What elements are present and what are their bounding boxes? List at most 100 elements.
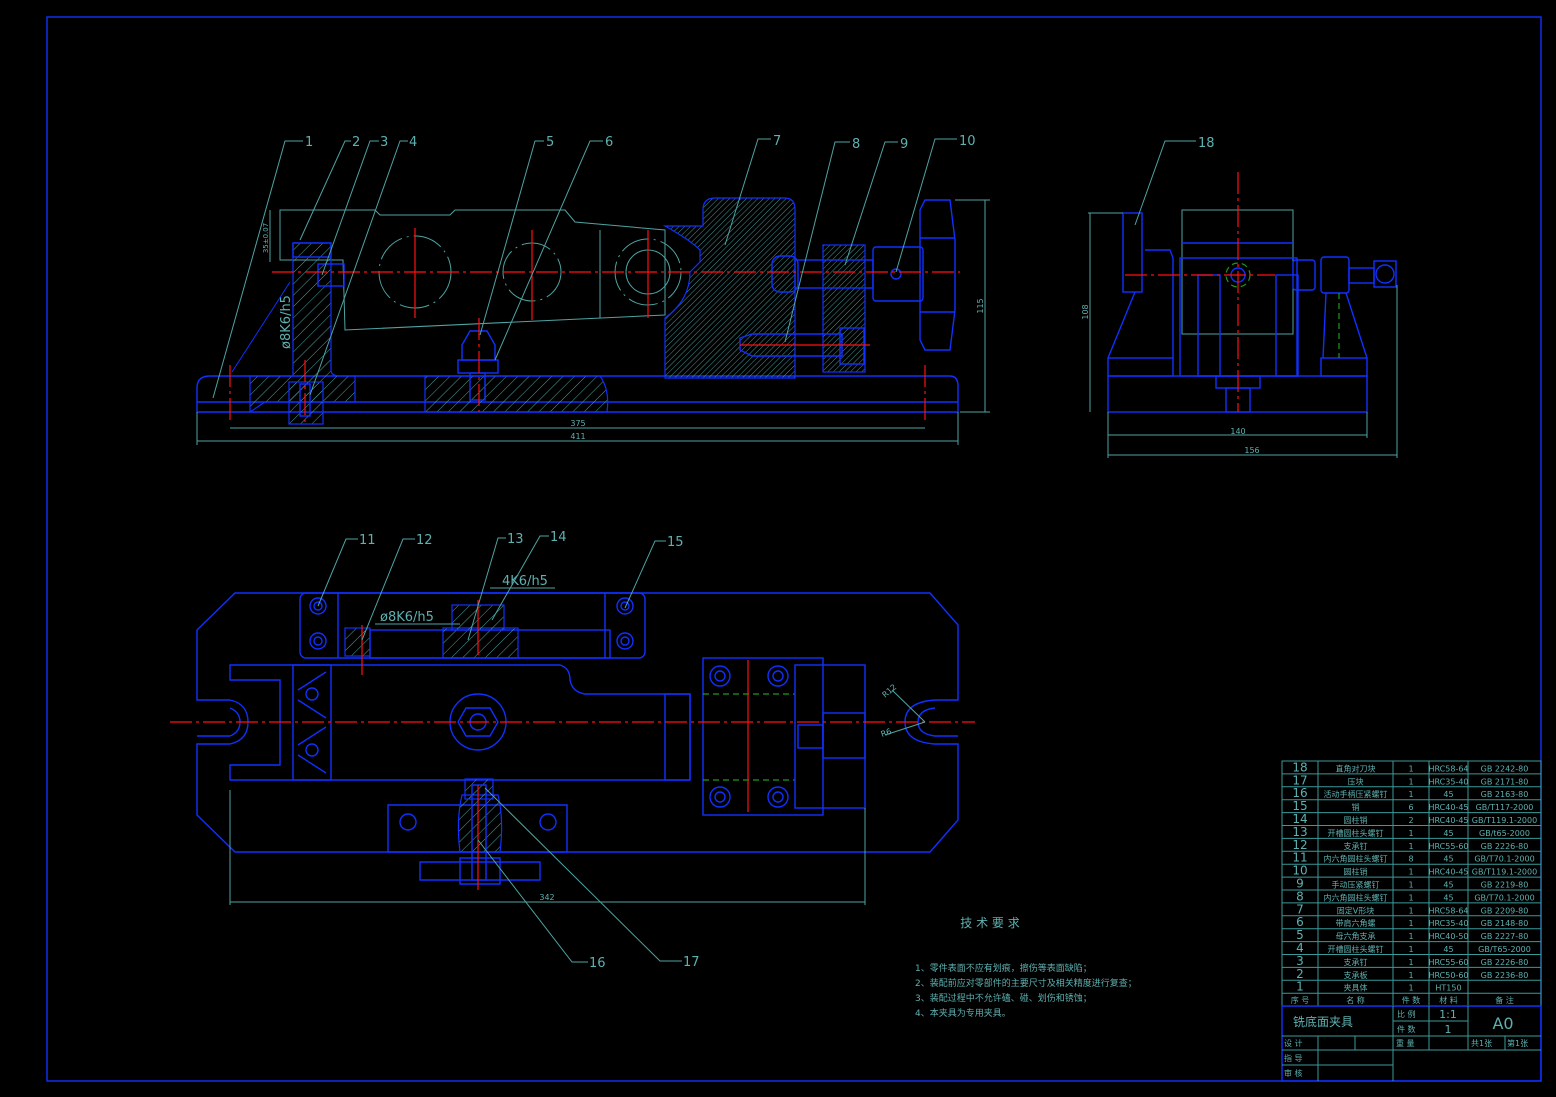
parts-list-cell: GB/t65-2000	[1479, 829, 1530, 838]
parts-list-cell: 压块	[1348, 776, 1364, 786]
screw-boss	[288, 381, 324, 425]
balloon-18: 18	[1198, 136, 1215, 151]
plan-workpiece	[229, 664, 691, 781]
star-knob	[919, 199, 956, 351]
parts-list-cell: 45	[1443, 881, 1453, 890]
parts-list-cell: 45	[1443, 945, 1453, 954]
qty-label: 件 数	[1397, 1024, 1416, 1034]
dim-140: 140	[1230, 427, 1245, 436]
parts-list-header: 序 号	[1291, 995, 1310, 1005]
parts-list-cell: 12	[1292, 838, 1307, 852]
parts-list-cell: 9	[1296, 877, 1304, 891]
support-bolt-6	[469, 372, 486, 401]
parts-list-cell: 1	[1408, 881, 1413, 890]
part-balloons: 1 2 3 4 5 6 7 8 9 10 18 11 12 13 14 15 1…	[212, 134, 1215, 971]
parts-list-header: 件 数	[1402, 995, 1421, 1005]
dim-375: 375	[570, 419, 585, 428]
parts-list-cell: 1	[1408, 893, 1413, 902]
parts-list-cell: HRC40-45	[1428, 816, 1468, 825]
tech-req-title: 技 术 要 求	[960, 916, 1019, 930]
parts-list-cell: 1	[1408, 906, 1413, 915]
parts-list-cell: 3	[1296, 954, 1304, 968]
plan-body	[196, 592, 959, 853]
screw-4	[299, 383, 311, 417]
parts-list-cell: 45	[1443, 790, 1453, 799]
parts-list-header: 备 注	[1495, 995, 1514, 1005]
plan-clamp-base	[387, 804, 568, 853]
parts-list-cell: 18	[1292, 760, 1307, 774]
tech-req-item: 4、本夹具为专用夹具。	[915, 1007, 1011, 1019]
parts-list-cell: 11	[1292, 851, 1307, 865]
parts-list-cell: GB 2163-80	[1481, 790, 1529, 799]
parts-list-header: 材 料	[1439, 995, 1458, 1005]
parts-list-cell: 45	[1443, 893, 1453, 902]
balloon-4: 4	[409, 135, 417, 150]
parts-list-cell: 夹具体	[1344, 983, 1368, 993]
parts-list-cell: HRC35-40	[1428, 919, 1468, 928]
parts-list-cell: GB 2171-80	[1481, 777, 1529, 786]
parts-list-cell: 开槽圆柱头螺钉	[1328, 828, 1384, 838]
setting-block-18	[1122, 212, 1143, 293]
dim-108: 108	[1081, 304, 1090, 319]
parts-list-cell: 1	[1408, 868, 1413, 877]
parts-list-cell: 固定V形块	[1337, 905, 1374, 915]
parts-list-cell: GB 2226-80	[1481, 958, 1529, 967]
parts-list-cell: 1	[1408, 829, 1413, 838]
parts-list-cell: HT150	[1435, 984, 1461, 993]
balloon-17: 17	[683, 955, 700, 970]
balloon-7: 7	[773, 134, 781, 149]
parts-list-cell: GB/T70.1-2000	[1474, 855, 1534, 864]
parts-list-cell: 8	[1296, 889, 1304, 903]
parts-list-cell: 支承钉	[1344, 841, 1368, 851]
screw-support-9	[822, 244, 866, 373]
balloon-3: 3	[380, 135, 388, 150]
parts-list-cell: GB/T119.1-2000	[1472, 868, 1537, 877]
cap-screw-8	[739, 333, 843, 357]
technical-requirements: 技 术 要 求 1、零件表面不应有划痕，擦伤等表面缺陷； 2、装配前应对零部件的…	[915, 916, 1137, 1019]
parts-list-cell: 支承钉	[1344, 957, 1368, 967]
balloon-13: 13	[507, 532, 524, 547]
parts-list-cell: 45	[1443, 855, 1453, 864]
parts-list-cell: 1	[1408, 919, 1413, 928]
parts-list-cell: HRC50-60	[1428, 971, 1468, 980]
parts-list-cell: 销	[1352, 802, 1360, 812]
parts-list-cell: GB/T70.1-2000	[1474, 893, 1534, 902]
fit-note-plan-1: ø8K6/h5	[380, 610, 434, 625]
balloon-2: 2	[352, 135, 360, 150]
parts-list-cell: GB 2227-80	[1481, 932, 1529, 941]
parts-list-cell: HRC35-40	[1428, 777, 1468, 786]
sheet-number: 第1张	[1507, 1038, 1528, 1048]
parts-list-cell: 活动手柄压紧螺钉	[1324, 789, 1388, 799]
balloon-11: 11	[359, 533, 376, 548]
balloon-1: 1	[305, 135, 313, 150]
dim-156: 156	[1244, 446, 1259, 455]
parts-list-cell: 1	[1408, 842, 1413, 851]
parts-list-cell: HRC40-50	[1428, 932, 1468, 941]
handle-hub	[872, 246, 924, 302]
balloon-12: 12	[416, 533, 433, 548]
parts-list-cell: 15	[1292, 799, 1307, 813]
parts-list-cell: GB 2236-80	[1481, 971, 1529, 980]
support-pin	[317, 263, 345, 287]
sheet-size: A0	[1492, 1014, 1513, 1033]
parts-list-cell: 1	[1408, 984, 1413, 993]
parts-list-cell: 母六角支承	[1336, 931, 1376, 941]
v-block-7	[662, 197, 796, 379]
parts-list-cell: 7	[1296, 902, 1304, 916]
parts-list-cell: GB 2148-80	[1481, 919, 1529, 928]
parts-list-cell: 1	[1408, 945, 1413, 954]
dim-r6: R6	[880, 727, 893, 739]
drawing-border	[46, 16, 1542, 1082]
parts-list-cell: 内六角圆柱头螺钉	[1324, 854, 1388, 864]
balloon-15: 15	[667, 535, 684, 550]
fit-note-front: ø8K6/h5	[279, 295, 294, 349]
parts-list-header: 名 称	[1346, 995, 1365, 1005]
dim-r12: R12	[881, 683, 899, 700]
side-view: 108 140 156	[1081, 172, 1398, 458]
balloon-16: 16	[589, 956, 606, 971]
parts-list-cell: 16	[1292, 786, 1307, 800]
scale-value: 1:1	[1439, 1008, 1457, 1021]
parts-list-cell: GB 2226-80	[1481, 842, 1529, 851]
parts-list-cell: 开槽圆柱头螺钉	[1328, 944, 1384, 954]
dim-411: 411	[570, 432, 585, 441]
